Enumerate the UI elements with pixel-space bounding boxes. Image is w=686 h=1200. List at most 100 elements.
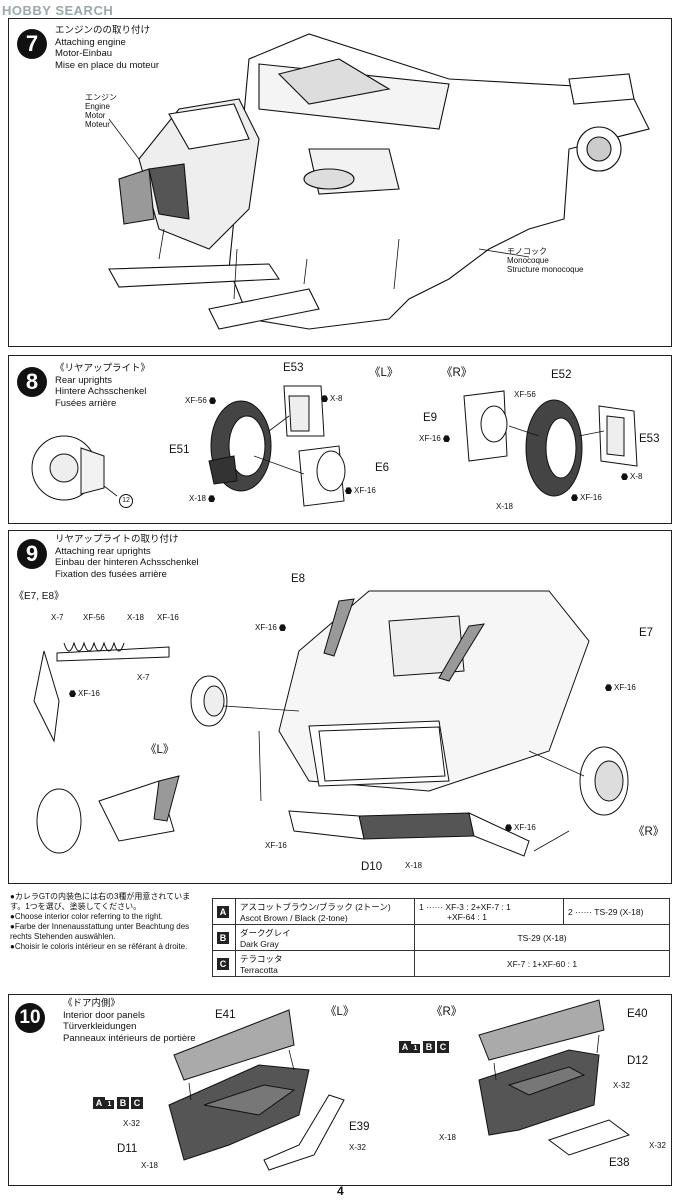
step9-number: 9 [17, 539, 47, 569]
color-a-ja: アスコットブラウン/ブラック (2トーン) [240, 901, 391, 912]
step10-side-l: 《L》 [325, 1006, 355, 1018]
screw-x18-l: X-18 [141, 1161, 158, 1170]
shock-x18: X-18 [127, 613, 144, 622]
step10-title: 《ドア内側》 Interior door panels Türverkleidu… [63, 998, 196, 1044]
screw-xf16-3: XF-16 [265, 841, 287, 850]
color-c-ja: テラコッタ [240, 953, 283, 964]
part-e6: E6 [375, 462, 390, 474]
step10-title-en: Interior door panels [63, 1009, 145, 1021]
step9-assembly-illustration [33, 590, 629, 857]
side-l-label: 《L》 [369, 367, 399, 379]
step9-panel: 9 リヤアップライトの取り付け Attaching rear uprights … [8, 530, 672, 884]
part-e51: E51 [169, 444, 190, 456]
color-note-en: ●Choose interior color referring to the … [10, 912, 163, 921]
screw-x32-l2: X-32 [349, 1143, 366, 1152]
side-r-label: 《R》 [441, 367, 473, 379]
color-note: ●カレラGTの内装色には右の3種が用意されています。1つを選び、塗装してください… [10, 892, 200, 952]
step7-title-ja: エンジンのの取り付け [55, 25, 151, 36]
screw-xf16-1: XF-16 [255, 623, 288, 632]
part-e41: E41 [215, 1009, 236, 1021]
color-note-ja: ●カレラGTの内装色には右の3種が用意されています。1つを選び、塗装してください… [10, 892, 191, 911]
color-note-de: ●Farbe der Innenausstattung unter Beacht… [10, 922, 190, 941]
color-c-mix: XF-7 : 1+XF-60 : 1 [414, 950, 670, 977]
screw-xf16-4: XF-16 [505, 823, 536, 832]
step9-title-en: Attaching rear uprights [55, 545, 151, 557]
step7-panel: 7 エンジンのの取り付け Attaching engine Motor-Einb… [8, 18, 672, 347]
screw-x8-r: X-8 [621, 472, 642, 481]
color-table: A アスコットブラウン/ブラック (2トーン)Ascot Brown / Bla… [212, 898, 670, 977]
step10-title-fr: Panneaux intérieurs de portière [63, 1032, 196, 1044]
watermark: HOBBY SEARCH [2, 3, 114, 18]
color-c-en: Terracotta [240, 964, 278, 975]
key-c: C [217, 957, 229, 970]
part-e38: E38 [609, 1157, 630, 1169]
step9-side-l: 《L》 [145, 744, 175, 756]
color-b-ja: ダークグレイ [240, 927, 291, 938]
screw-xf56-l: XF-56 [185, 396, 218, 405]
part-e40: E40 [627, 1008, 648, 1020]
step8-title: 《リヤアップライト》 Rear uprights Hintere Achssch… [55, 363, 150, 409]
step10-title-de: Türverkleidungen [63, 1021, 137, 1032]
screw-xf16-2: XF-16 [605, 683, 636, 692]
step10-door-illustration [168, 999, 631, 1171]
step10-title-ja: 《ドア内側》 [63, 998, 121, 1009]
screw-xf16-r1: XF-16 [419, 434, 452, 443]
color-a-mix1: 1 ······ XF-3 : 2+XF-7 : 1 [419, 901, 511, 912]
step8-title-fr: Fusées arrière [55, 397, 117, 409]
step7-title-fr: Mise en place du moteur [55, 59, 160, 71]
step9-subtitle: 《E7, E8》 [14, 591, 65, 602]
color-row-a: A アスコットブラウン/ブラック (2トーン)Ascot Brown / Bla… [212, 898, 670, 925]
ref-12: 12 [119, 494, 133, 508]
part-d12: D12 [627, 1055, 649, 1067]
part-e7: E7 [639, 627, 654, 639]
step9-title: リヤアップライトの取り付け Attaching rear uprights Ei… [55, 534, 199, 580]
part-d11: D11 [117, 1143, 138, 1155]
step9-side-r: 《R》 [633, 826, 665, 838]
part-e9: E9 [423, 412, 438, 424]
screw-x8-l: X-8 [321, 394, 342, 403]
step9-title-ja: リヤアップライトの取り付け [55, 534, 179, 545]
step8-title-ja: 《リヤアップライト》 [55, 363, 151, 374]
step7-engine-illustration [108, 33, 650, 330]
step8-title-de: Hintere Achsschenkel [55, 386, 147, 397]
part-e39: E39 [349, 1121, 370, 1133]
part-e53-r: E53 [639, 433, 660, 445]
step8-title-en: Rear uprights [55, 374, 113, 386]
shock-x7b: X-7 [137, 673, 150, 682]
key-b: B [217, 931, 229, 944]
step9-title-de: Einbau der hinteren Achsschenkel [55, 557, 199, 568]
color-a-mix2: 2 ······ TS-29 (X-18) [568, 906, 644, 917]
step8-panel: 8 《リヤアップライト》 Rear uprights Hintere Achss… [8, 355, 672, 524]
shock-xf56: XF-56 [83, 613, 105, 622]
part-e52: E52 [551, 369, 572, 381]
screw-xf56-r: XF-56 [514, 390, 536, 399]
page-number: 4 [337, 1184, 344, 1198]
screw-x32-r2: X-32 [649, 1141, 666, 1150]
screw-xf16-l: XF-16 [345, 486, 376, 495]
step10-panel: 10 《ドア内側》 Interior door panels Türverkle… [8, 994, 672, 1186]
step8-uprights-illustration [31, 385, 638, 507]
screw-x32-r1: X-32 [613, 1081, 630, 1090]
part-d10: D10 [361, 861, 383, 873]
shock-xf16b: XF-16 [69, 689, 100, 698]
screw-x18: X-18 [405, 861, 422, 870]
screw-x32-l1: X-32 [123, 1119, 140, 1128]
screw-xf16-r2: XF-16 [571, 493, 602, 502]
step10-number: 10 [15, 1003, 45, 1033]
color-note-fr: ●Choisir le coloris intérieur en se réfé… [10, 942, 188, 951]
step7-number: 7 [17, 29, 47, 59]
step8-number: 8 [17, 367, 47, 397]
step10-side-r: 《R》 [431, 1006, 463, 1018]
part-e8: E8 [291, 573, 306, 585]
shock-x7a: X-7 [51, 613, 64, 622]
step9-title-fr: Fixation des fusées arrière [55, 568, 167, 580]
step7-title-de: Motor-Einbau [55, 48, 113, 59]
screw-x18-r: X-18 [439, 1133, 456, 1142]
color-a-en: Ascot Brown / Black (2-tone) [240, 912, 348, 923]
